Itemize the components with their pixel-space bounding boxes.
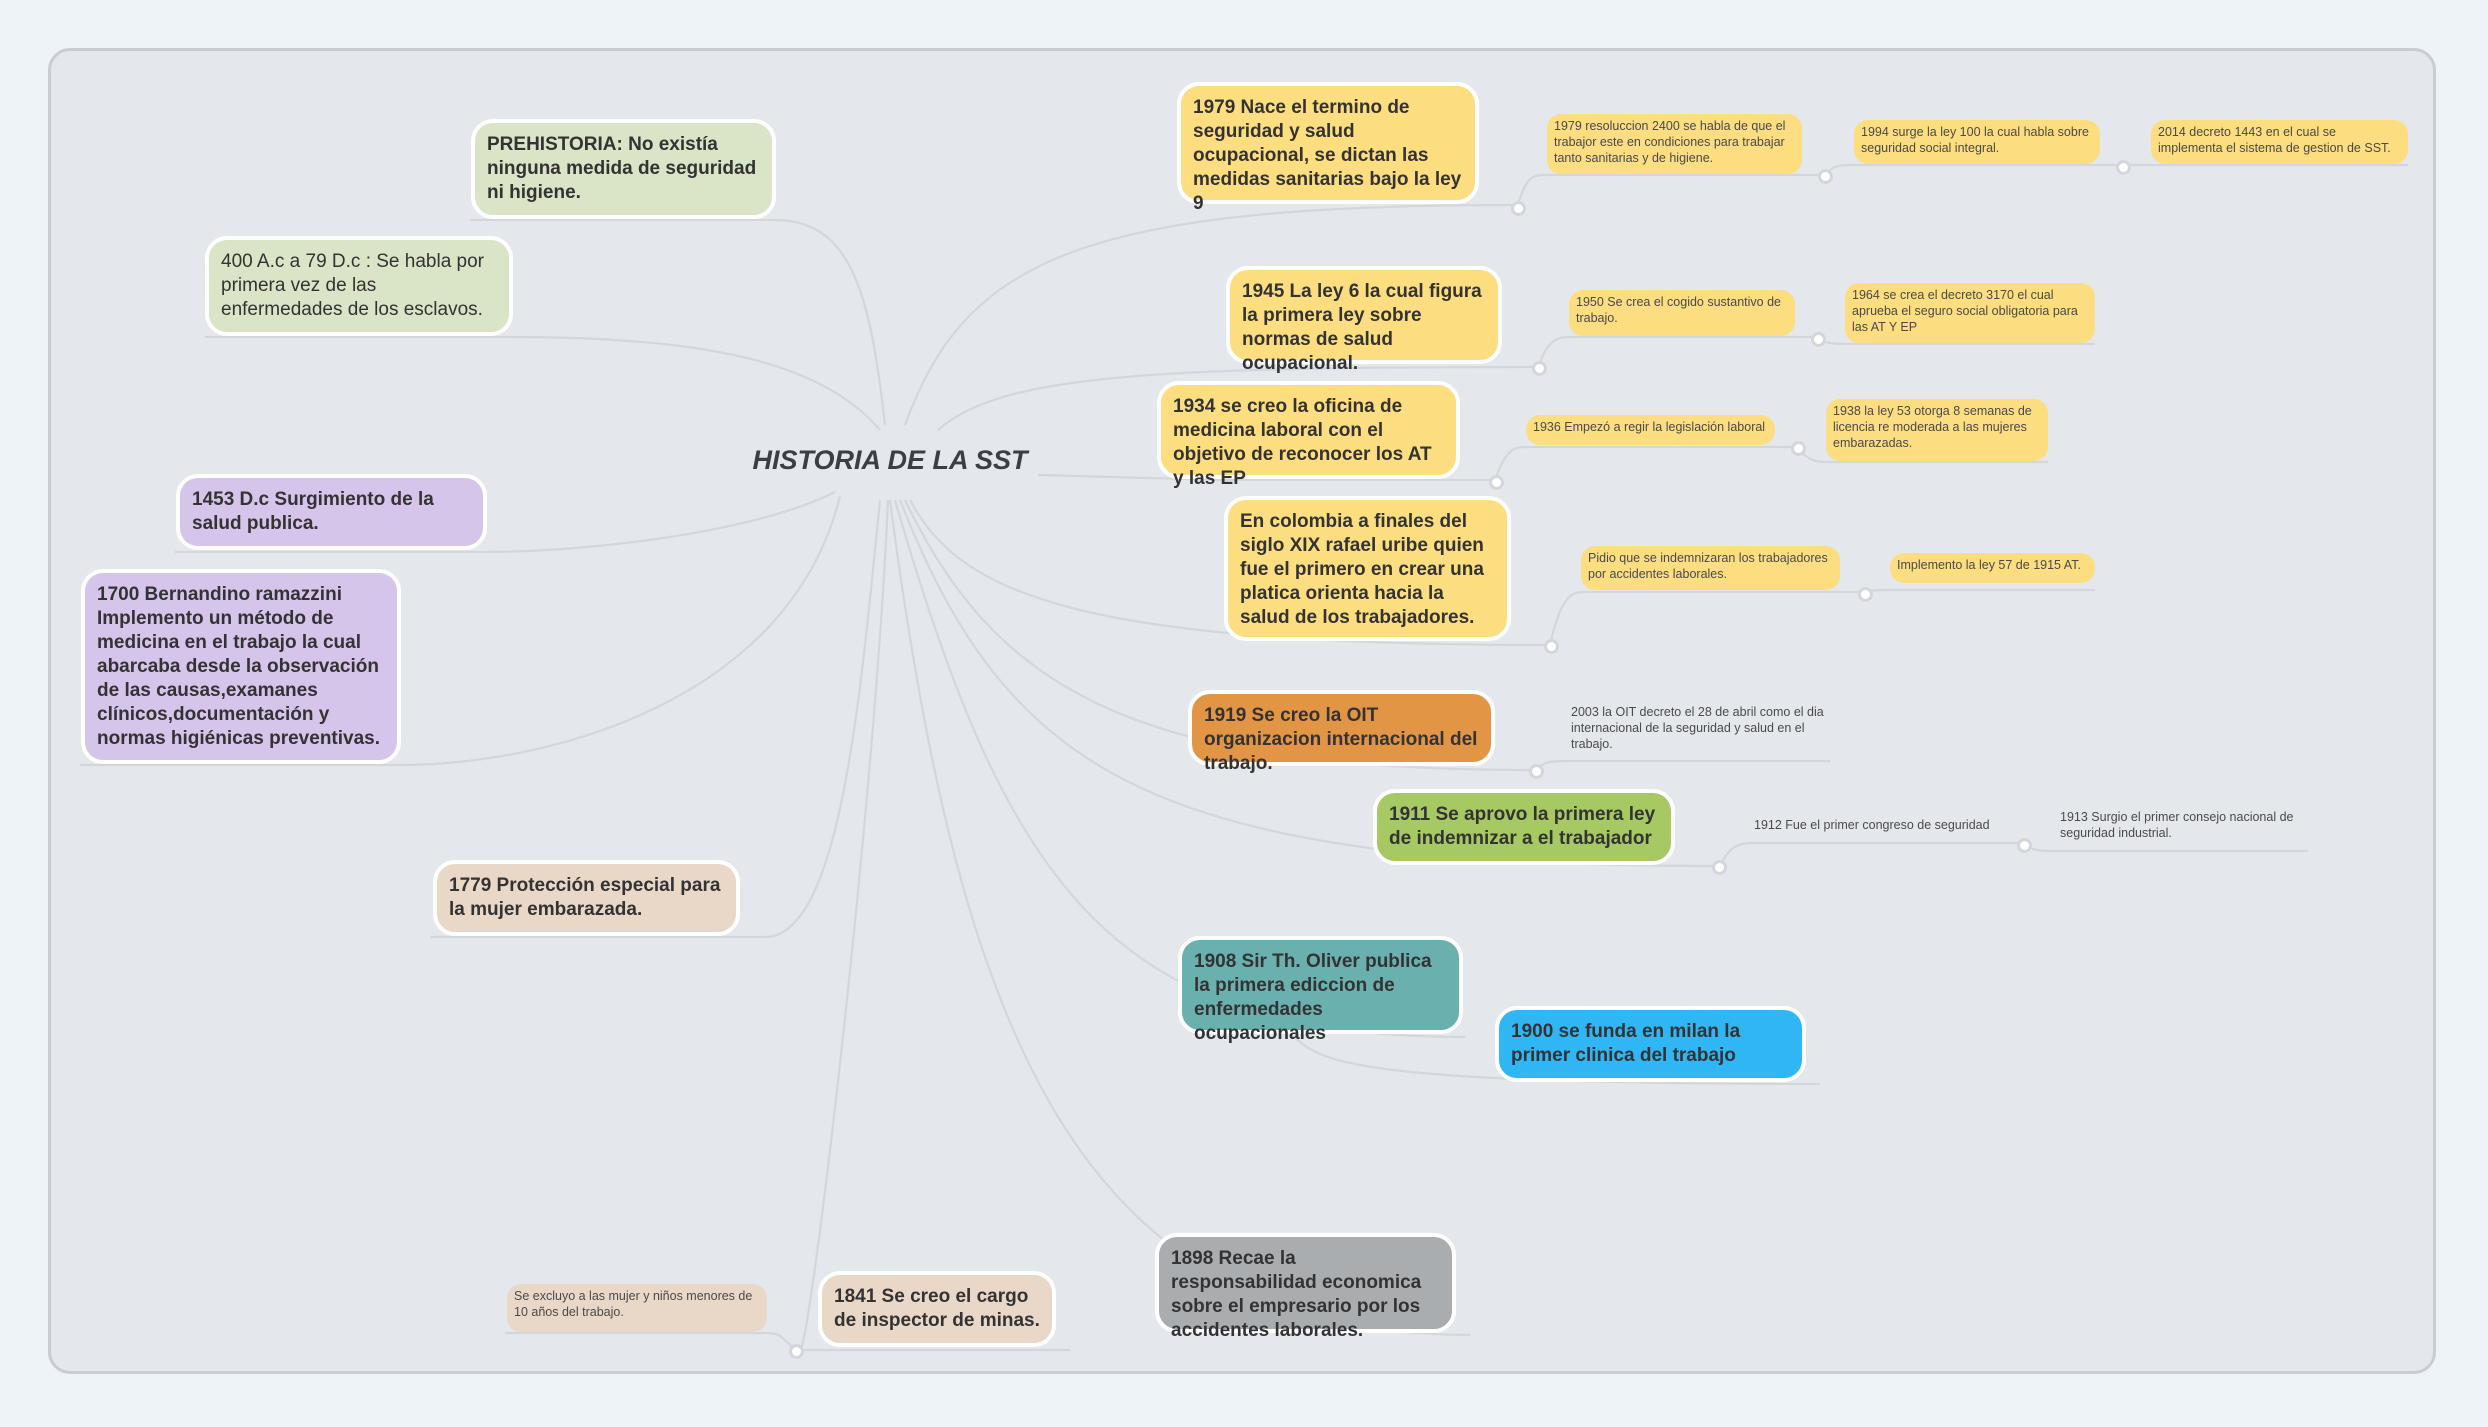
connector-dot[interactable] xyxy=(1811,332,1826,347)
connector-dot[interactable] xyxy=(1791,441,1806,456)
subtopic-1938[interactable]: 1938 la ley 53 otorga 8 semanas de licen… xyxy=(1826,399,2048,461)
subtopic-ley-57[interactable]: Implemento la ley 57 de 1915 AT. xyxy=(1890,553,2095,583)
topic-1898[interactable]: 1898 Recae la responsabilidad economica … xyxy=(1155,1233,1456,1341)
subtopic-1913[interactable]: 1913 Surgio el primer consejo nacional d… xyxy=(2060,810,2294,840)
connector-dot[interactable] xyxy=(1532,361,1547,376)
topic-1934[interactable]: 1934 se creo la oficina de medicina labo… xyxy=(1157,381,1460,489)
topic-1945[interactable]: 1945 La ley 6 la cual figura la primera … xyxy=(1226,266,1502,374)
subtopic-1979-resolucion[interactable]: 1979 resoluccion 2400 se habla de que el… xyxy=(1547,114,1802,174)
topic-rafael-uribe[interactable]: En colombia a finales del siglo XIX rafa… xyxy=(1224,496,1511,641)
topic-1700-ramazzini[interactable]: 1700 Bernandino ramazzini Implemento un … xyxy=(81,569,401,764)
subtopic-2014[interactable]: 2014 decreto 1443 en el cual se implemen… xyxy=(2151,120,2408,164)
topic-1453[interactable]: 1453 D.c Surgimiento de la salud publica… xyxy=(176,474,487,550)
connector-dot[interactable] xyxy=(1544,639,1559,654)
topic-1779[interactable]: 1779 Protección especial para la mujer e… xyxy=(433,860,740,936)
connector-dot[interactable] xyxy=(2017,838,2032,853)
topic-1919-oit[interactable]: 1919 Se creo la OIT organizacion interna… xyxy=(1188,690,1495,774)
topic-1911[interactable]: 1911 Se aprovo la primera ley de indemni… xyxy=(1373,789,1675,865)
connector-dot[interactable] xyxy=(1858,587,1873,602)
connector-dot[interactable] xyxy=(1529,764,1544,779)
connector-dot[interactable] xyxy=(1511,201,1526,216)
connector-dot[interactable] xyxy=(1712,860,1727,875)
connector-dot[interactable] xyxy=(1489,475,1504,490)
subtopic-2003-oit[interactable]: 2003 la OIT decreto el 28 de abril como … xyxy=(1571,705,1824,751)
topic-1841[interactable]: 1841 Se creo el cargo de inspector de mi… xyxy=(818,1271,1056,1347)
subtopic-1964[interactable]: 1964 se crea el decreto 3170 el cual apr… xyxy=(1845,283,2095,343)
central-topic[interactable]: HISTORIA DE LA SST xyxy=(752,444,1028,475)
subtopic-1936[interactable]: 1936 Empezó a regir la legislación labor… xyxy=(1526,415,1775,445)
connector-dot[interactable] xyxy=(1818,169,1833,184)
connector-dot[interactable] xyxy=(789,1344,804,1359)
subtopic-1950[interactable]: 1950 Se crea el cogido sustantivo de tra… xyxy=(1569,290,1795,336)
connector-dot[interactable] xyxy=(2116,160,2131,175)
topic-prehistoria[interactable]: PREHISTORIA: No existía ninguna medida d… xyxy=(471,119,776,219)
topic-1908-oliver[interactable]: 1908 Sir Th. Oliver publica la primera e… xyxy=(1178,936,1463,1044)
topic-1900-milan[interactable]: 1900 se funda en milan la primer clinica… xyxy=(1495,1006,1806,1082)
subtopic-1912[interactable]: 1912 Fue el primer congreso de seguridad xyxy=(1754,818,1990,832)
subtopic-indemnizaran[interactable]: Pidio que se indemnizaran los trabajador… xyxy=(1581,546,1840,590)
subtopic-1994[interactable]: 1994 surge la ley 100 la cual habla sobr… xyxy=(1854,120,2100,164)
topic-400-ac[interactable]: 400 A.c a 79 D.c : Se habla por primera … xyxy=(205,236,513,336)
subtopic-1841-excluyo[interactable]: Se excluyo a las mujer y niños menores d… xyxy=(507,1284,767,1332)
topic-1979[interactable]: 1979 Nace el termino de seguridad y salu… xyxy=(1177,82,1479,214)
